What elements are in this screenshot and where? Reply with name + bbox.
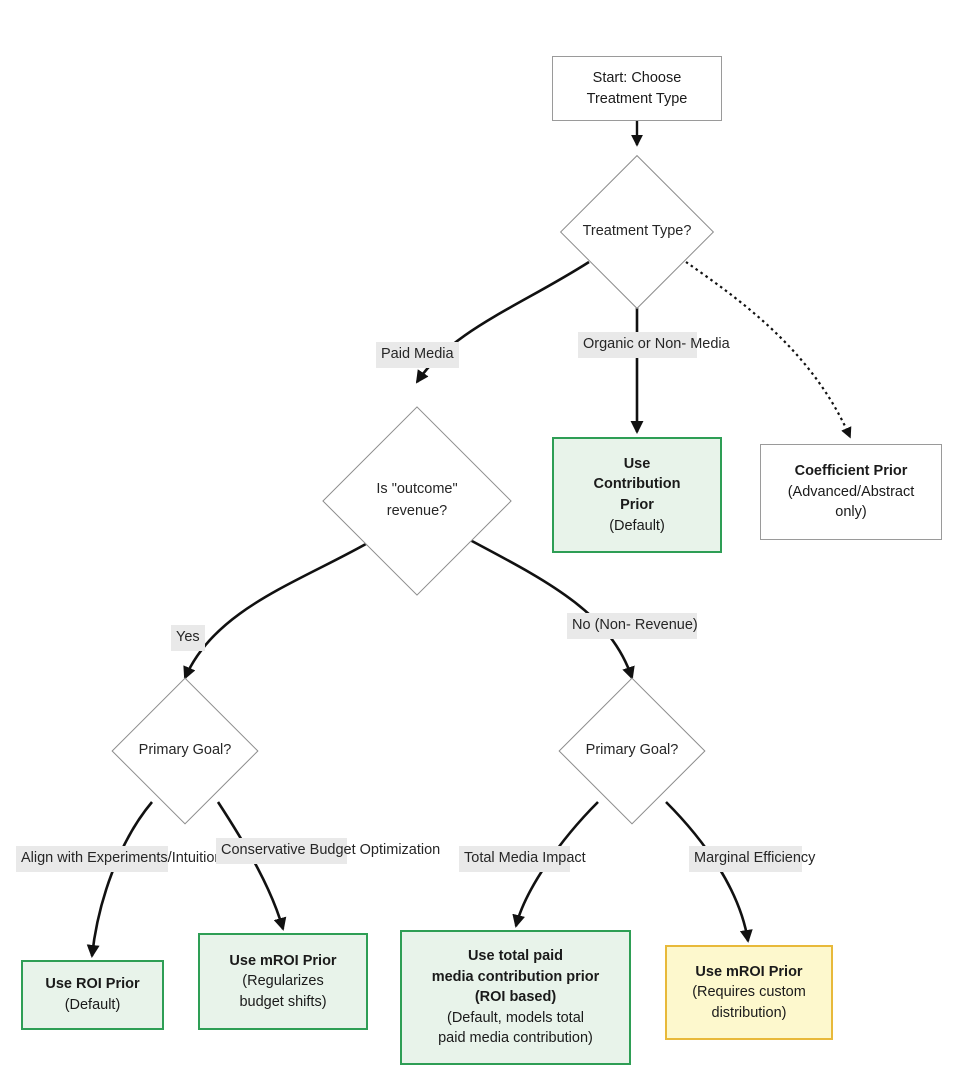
node-use-total-paid-media-prior-line-4: (Default, models total (446, 1009, 584, 1026)
node-primary-goal-right[interactable]: Primary Goal? (558, 675, 706, 827)
node-primary-goal-left-label: Primary Goal? (138, 742, 232, 759)
node-use-contribution-prior-line-1: Use (623, 455, 651, 472)
node-use-mroi-prior-budget-line-2: (Regularizes (242, 973, 324, 990)
edge-label-paid-media: Paid Media (376, 342, 459, 368)
node-use-total-paid-media-prior[interactable]: Use total paid media contribution prior … (400, 930, 631, 1065)
edge-label-no-non-revenue-line-1: No (Non- (572, 617, 631, 633)
node-start-line-1: Start: Choose (592, 69, 682, 86)
node-use-mroi-prior-budget[interactable]: Use mROI Prior (Regularizes budget shift… (198, 933, 368, 1030)
edge-label-no-non-revenue-line-2: Revenue) (634, 617, 698, 633)
edge-label-paid-media-line-1: Paid Media (381, 346, 454, 362)
node-use-mroi-prior-custom-line-1: Use mROI Prior (695, 963, 803, 980)
node-use-mroi-prior-budget-line-3: budget shifts) (239, 993, 327, 1010)
node-start-line-2: Treatment Type (586, 90, 688, 107)
node-primary-goal-right-label: Primary Goal? (585, 742, 679, 759)
edge-label-conservative-budget-line-3: Optimization (359, 842, 441, 858)
node-use-total-paid-media-prior-line-2: media contribution prior (431, 968, 600, 985)
edge-label-conservative-budget-line-1: Conservative (221, 842, 306, 858)
node-start[interactable]: Start: Choose Treatment Type (552, 56, 722, 121)
edge-label-marginal-efficiency-line-1: Marginal (694, 850, 750, 866)
edge-label-total-media-impact-line-1: Total Media (464, 850, 539, 866)
node-coefficient-prior[interactable]: Coefficient Prior (Advanced/Abstract onl… (760, 444, 942, 540)
node-primary-goal-left[interactable]: Primary Goal? (111, 675, 259, 827)
node-is-outcome-revenue[interactable]: Is "outcome" revenue? (317, 406, 517, 596)
edge-label-total-media-impact: Total Media Impact (459, 846, 586, 872)
edge-label-marginal-efficiency: Marginal Efficiency (689, 846, 815, 872)
edge-label-organic-or-non-media: Organic or Non- Media (578, 332, 730, 358)
node-is-outcome-revenue-line-2: revenue? (386, 503, 448, 519)
node-coefficient-prior-line-3: only) (835, 504, 867, 521)
node-use-mroi-prior-custom[interactable]: Use mROI Prior (Requires custom distribu… (665, 945, 833, 1040)
node-use-contribution-prior-line-4: (Default) (609, 517, 665, 534)
edge-label-align-with-experiments: Align with Experiments/Intuition (16, 846, 223, 872)
node-use-roi-prior-line-2: (Default) (64, 997, 121, 1013)
node-use-mroi-prior-custom-line-2: (Requires custom (692, 984, 806, 1001)
edge-label-align-with-experiments-line-1: Align with (21, 850, 84, 866)
node-coefficient-prior-line-1: Coefficient Prior (794, 463, 908, 480)
node-use-total-paid-media-prior-line-3: (ROI based) (474, 989, 557, 1006)
edge-label-conservative-budget-line-2: Budget (309, 842, 356, 858)
edge-label-conservative-budget: Conservative Budget Optimization (216, 838, 440, 864)
edge-label-yes-line-1: Yes (176, 629, 200, 645)
edge-label-yes: Yes (171, 625, 205, 651)
node-coefficient-prior-line-2: (Advanced/Abstract (787, 483, 915, 500)
edge-label-organic-or-non-media-line-1: Organic or Non- (583, 336, 687, 352)
node-use-contribution-prior-line-2: Contribution (593, 476, 681, 493)
node-use-contribution-prior-line-3: Prior (620, 497, 654, 513)
node-use-total-paid-media-prior-line-5: paid media contribution) (438, 1030, 593, 1047)
edge-label-no-non-revenue: No (Non- Revenue) (567, 613, 698, 639)
node-use-mroi-prior-budget-line-1: Use mROI Prior (229, 952, 337, 969)
edge-label-align-with-experiments-line-2: Experiments/Intuition (87, 850, 223, 866)
node-use-roi-prior[interactable]: Use ROI Prior (Default) (21, 960, 164, 1030)
node-treatment-type-label: Treatment Type? (582, 223, 692, 240)
node-use-contribution-prior[interactable]: Use Contribution Prior (Default) (552, 437, 722, 553)
edge-label-organic-or-non-media-line-2: Media (690, 336, 730, 352)
node-treatment-type[interactable]: Treatment Type? (545, 154, 729, 310)
node-use-total-paid-media-prior-line-1: Use total paid (467, 948, 564, 965)
node-use-mroi-prior-custom-line-3: distribution) (711, 1004, 787, 1021)
edge-label-total-media-impact-line-2: Impact (542, 850, 586, 866)
edge-label-marginal-efficiency-line-2: Efficiency (753, 850, 816, 866)
node-is-outcome-revenue-line-1: Is "outcome" (376, 481, 458, 498)
node-use-roi-prior-line-1: Use ROI Prior (45, 976, 140, 993)
